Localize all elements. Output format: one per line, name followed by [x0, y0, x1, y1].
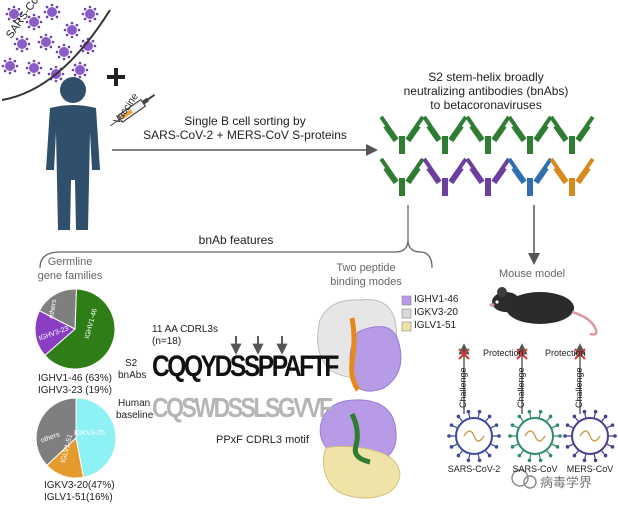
heavy-stat-2: IGHV3-23 (19%) — [38, 385, 112, 396]
bnab-title-3: to betacoronaviruses — [430, 98, 542, 112]
sars-cov-2-particle-icon — [5, 5, 23, 23]
virus-cluster — [1, 3, 99, 83]
pie-light-label-1: IGKV3-20 — [74, 430, 105, 437]
antibody-icon — [507, 157, 553, 196]
syringe-icon — [110, 93, 156, 127]
protection-label-1: Protection — [483, 348, 524, 358]
sars-cov-2-particle-icon — [25, 59, 43, 77]
legend-label-3: IGLV1-51 — [414, 320, 457, 331]
pie-slice — [38, 288, 77, 330]
sars-cov-2-particle-icon — [55, 43, 73, 61]
pie-slice — [35, 397, 77, 467]
antibody-icon — [465, 157, 511, 196]
challenge-viruses — [447, 409, 617, 463]
sars-cov-2-particle-icon — [71, 61, 89, 79]
legend-swatch — [401, 295, 412, 306]
legend-swatch — [401, 308, 412, 319]
person-icon — [46, 77, 100, 230]
virus-name-3: MERS-CoV — [566, 464, 614, 474]
sars-cov-2-particle-icon — [1, 57, 19, 75]
pie-slice — [75, 397, 117, 478]
coronavirus-icon — [508, 409, 562, 463]
watermark-text: 病毒学界 — [540, 475, 593, 490]
antibody-icon — [549, 115, 595, 154]
challenge-label-3: Challenge — [574, 367, 584, 408]
sars-cov-2-particle-icon — [63, 21, 81, 39]
coronavirus-icon — [447, 409, 501, 463]
sars-cov-2-particle-icon — [81, 5, 99, 23]
antibody-grid — [379, 115, 595, 196]
structure-bottom — [319, 399, 401, 499]
legend-swatch — [401, 321, 412, 332]
x-mark-icon — [458, 348, 470, 360]
cdr-header-1: 11 AA CDRL3s — [152, 324, 218, 335]
light-chain-pie — [35, 397, 117, 479]
cdr-logo-human: CQSWDSSLSGVVF — [152, 392, 333, 423]
sorting-line-2: SARS-CoV-2 + MERS-CoV S-proteins — [143, 128, 347, 142]
plus-icon — [107, 68, 125, 86]
antibody-icon — [549, 157, 595, 196]
cdr-header-2: (n=18) — [152, 336, 182, 347]
cdr-logo-s2: CQQYDSSPPAFTF — [152, 350, 339, 383]
antibody-icon — [379, 115, 425, 154]
heavy-stat-1: IGHV1-46 (63%) — [38, 373, 112, 384]
sars-cov-2-particle-icon — [13, 35, 31, 53]
features-bracket — [39, 205, 433, 269]
antibody-icon — [422, 157, 468, 196]
sars-cov-2-particle-icon — [43, 3, 61, 21]
virus-boundary-arc — [1, 9, 111, 101]
x-mark-icon — [574, 348, 586, 360]
virus-name-1: SARS-CoV-2 — [447, 464, 501, 474]
binding-title-1: Two peptide — [336, 262, 396, 274]
motif-arrows — [230, 336, 288, 355]
virus-name-2: SARS-CoV — [512, 464, 558, 474]
s2-label-2: bnAbs — [118, 370, 147, 381]
human-label-2: baseline — [116, 410, 154, 421]
sars-cov-2-particle-icon — [37, 33, 55, 51]
challenge-arrows — [458, 343, 586, 414]
pie-slice — [34, 310, 76, 357]
protection-label-2: Protection — [545, 348, 586, 358]
antibody-icon — [379, 157, 425, 196]
watermark-icon — [511, 469, 537, 489]
binding-legend — [401, 295, 412, 332]
legend-label-1: IGHV1-46 — [414, 294, 459, 305]
germline-title-1: Germline — [47, 256, 93, 268]
bnab-title-1: S2 stem-helix broadly — [428, 70, 544, 84]
motif-label: PPxF CDRL3 motif — [216, 434, 309, 446]
pie-slice — [44, 288, 116, 370]
germline-title-2: gene families — [37, 270, 103, 282]
sorting-line-1: Single B cell sorting by — [184, 114, 306, 128]
x-mark-icon — [516, 348, 528, 360]
mouse-model-title: Mouse model — [498, 268, 566, 280]
bnab-title-2: neutralizing antibodies (bnAbs) — [403, 84, 569, 98]
legend-label-2: IGKV3-20 — [414, 307, 458, 318]
light-stat-1: IGKV3-20(47%) — [44, 480, 115, 491]
antibody-icon — [422, 115, 468, 154]
s2-label-1: S2 — [125, 358, 138, 369]
challenge-label-1: Challenge — [458, 367, 468, 408]
structure-top — [317, 299, 402, 392]
binding-title-2: binding modes — [330, 276, 402, 288]
sars-cov-2-particle-icon — [25, 13, 43, 31]
light-stat-2: IGLV1-51(16%) — [44, 492, 113, 503]
coronavirus-icon — [563, 409, 617, 463]
antibody-icon — [507, 115, 553, 154]
challenge-label-2: Challenge — [516, 367, 526, 408]
antibody-icon — [465, 115, 511, 154]
features-label: bnAb features — [198, 233, 274, 247]
mouse-icon — [489, 287, 598, 336]
heavy-chain-pie — [34, 288, 116, 370]
human-label-1: Human — [118, 398, 151, 409]
sars-cov-2-particle-icon — [79, 37, 97, 55]
